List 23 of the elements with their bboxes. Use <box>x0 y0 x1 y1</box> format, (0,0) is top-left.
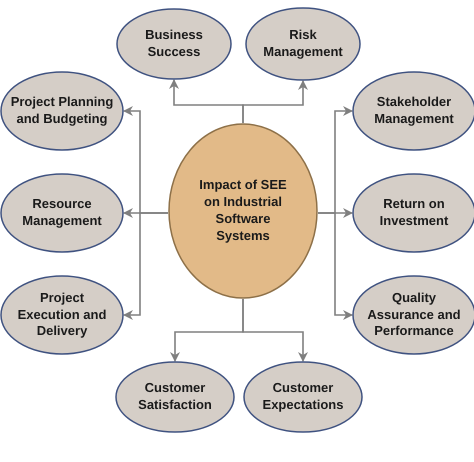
node-label: Project Planning and Budgeting <box>10 94 114 128</box>
arrow <box>123 212 168 320</box>
topic-ellipse <box>243 361 363 433</box>
node-label: Project Execution and Delivery <box>16 290 108 340</box>
node-label: Impact of SEE on Industrial Software Systems <box>198 177 288 245</box>
arrow <box>318 212 353 320</box>
topic-ellipse <box>0 71 124 151</box>
node-label: Customer Expectations <box>262 380 344 414</box>
topic-ellipse <box>116 8 232 80</box>
node-label: Return on Investment <box>378 196 450 230</box>
arrow <box>242 80 308 123</box>
central-ellipse <box>168 123 318 299</box>
topic-ellipse <box>0 275 124 355</box>
topic-ellipse <box>0 173 124 253</box>
arrow <box>242 299 308 362</box>
node-label: Customer Satisfaction <box>137 380 213 414</box>
node-label: Resource Management <box>21 196 103 230</box>
node-label: Quality Assurance and Performance <box>366 290 462 340</box>
topic-ellipse <box>115 361 235 433</box>
node-label: Stakeholder Management <box>373 94 455 128</box>
topic-ellipse <box>245 7 361 81</box>
node-label: Business Success <box>144 27 204 61</box>
node-label: Risk Management <box>262 27 344 61</box>
